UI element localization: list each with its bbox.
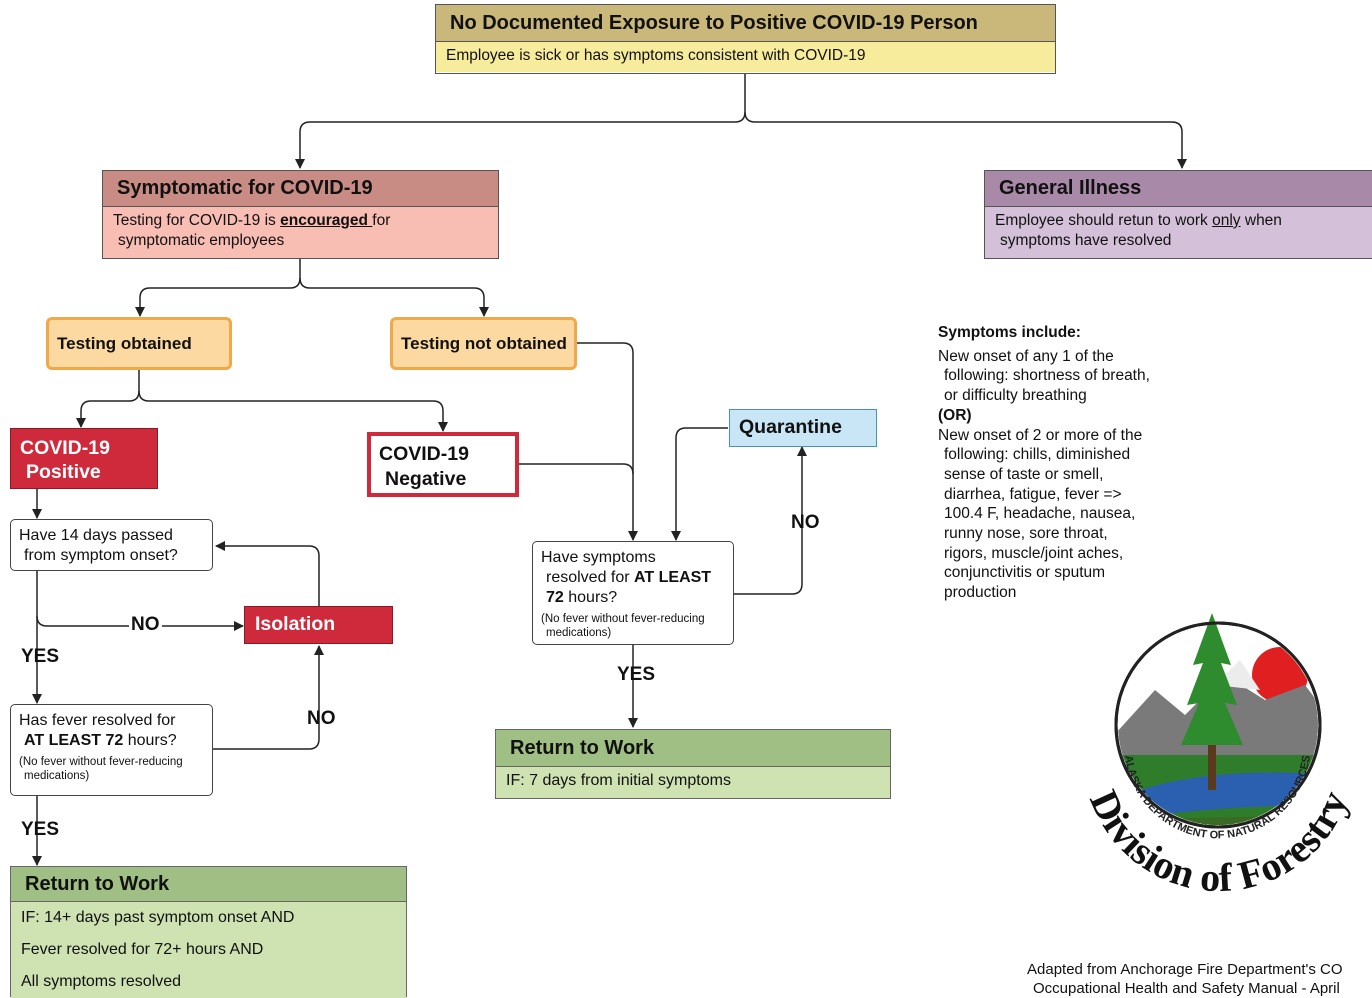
symptoms-or: (OR) bbox=[938, 406, 972, 424]
symptomatic-emphasis: encouraged bbox=[280, 212, 373, 229]
return-to-work-7days: Return to Work IF: 7 days from initial s… bbox=[495, 729, 891, 799]
question-14-days: Have 14 days passed from symptom onset? bbox=[10, 519, 213, 571]
general-illness-title: General Illness bbox=[985, 171, 1372, 207]
symptomatic-box: Symptomatic for COVID-19 Testing for COV… bbox=[102, 170, 499, 259]
label-yes-fever: YES bbox=[21, 819, 60, 840]
return-to-work-7days-condition: IF: 7 days from initial symptoms bbox=[496, 767, 890, 798]
question-fever-resolved: Has fever resolved for AT LEAST 72 hours… bbox=[10, 704, 213, 796]
connector-top-to-general bbox=[744, 111, 1187, 169]
sun-icon bbox=[1252, 647, 1308, 703]
label-no-symptoms: NO bbox=[791, 512, 820, 533]
tree-icon bbox=[1181, 613, 1243, 790]
connector-symptomatic-to-testing-obtained bbox=[135, 259, 301, 317]
no-exposure-title: No Documented Exposure to Positive COVID… bbox=[436, 5, 1055, 42]
no-exposure-box: No Documented Exposure to Positive COVID… bbox=[435, 4, 1056, 74]
quarantine-box: Quarantine bbox=[729, 409, 877, 447]
symptomatic-text: Testing for COVID-19 is encouraged for s… bbox=[103, 207, 498, 258]
division-of-forestry-logo: ALASKA DEPARTMENT OF NATURAL RESOURCES D… bbox=[1081, 613, 1357, 900]
symptoms-list: Symptoms include: New onset of any 1 of … bbox=[938, 323, 1178, 603]
question-symptoms-resolved: Have symptoms resolved for AT LEAST 72 h… bbox=[532, 541, 734, 645]
connector-obtained-to-negative bbox=[138, 390, 448, 432]
return-condition-fever: Fever resolved for 72+ hours AND bbox=[21, 941, 264, 958]
return-to-work-14days-title: Return to Work bbox=[11, 867, 406, 902]
general-illness-text: Employee should retun to work only when … bbox=[985, 207, 1372, 258]
testing-obtained-box: Testing obtained bbox=[46, 317, 232, 370]
symptomatic-title: Symptomatic for COVID-19 bbox=[103, 171, 498, 207]
footer-credit: Adapted from Anchorage Fire Department's… bbox=[1027, 961, 1343, 997]
general-emphasis: only bbox=[1212, 212, 1241, 229]
return-condition-days: IF: 14+ days past symptom onset AND bbox=[21, 909, 295, 926]
return-to-work-14days: Return to Work IF: 14+ days past symptom… bbox=[10, 866, 407, 998]
connector-top-to-symptomatic bbox=[295, 74, 746, 169]
isolation-box: Isolation bbox=[244, 606, 393, 644]
connector-fever-no-to-isolation bbox=[213, 645, 324, 750]
connector-symptoms-no-to-quarantine bbox=[734, 446, 807, 595]
return-to-work-7days-title: Return to Work bbox=[496, 730, 890, 767]
connector-symptomatic-to-testing-not-obtained bbox=[299, 277, 489, 317]
no-exposure-subtitle: Employee is sick or has symptoms consist… bbox=[436, 42, 1055, 72]
connector-not-obtained-to-symptoms-question bbox=[577, 342, 638, 541]
general-illness-box: General Illness Employee should retun to… bbox=[984, 170, 1372, 259]
connector-quarantine-to-symptoms-question bbox=[671, 427, 728, 541]
covid-negative-box: COVID-19 Negative bbox=[367, 432, 519, 497]
connector-isolation-to-14days bbox=[215, 541, 320, 606]
connector-obtained-to-positive bbox=[76, 370, 140, 428]
label-yes-symptoms: YES bbox=[617, 664, 656, 685]
covid-positive-box: COVID-19 Positive bbox=[10, 428, 158, 489]
symptoms-title: Symptoms include: bbox=[938, 324, 1081, 341]
label-no-fever: NO bbox=[307, 708, 336, 729]
testing-not-obtained-box: Testing not obtained bbox=[390, 317, 577, 370]
connector-negative-to-symptoms-question bbox=[519, 463, 634, 475]
label-yes-14days: YES bbox=[21, 646, 60, 667]
label-no-14days: NO bbox=[129, 614, 162, 636]
return-condition-symptoms: All symptoms resolved bbox=[21, 973, 182, 990]
